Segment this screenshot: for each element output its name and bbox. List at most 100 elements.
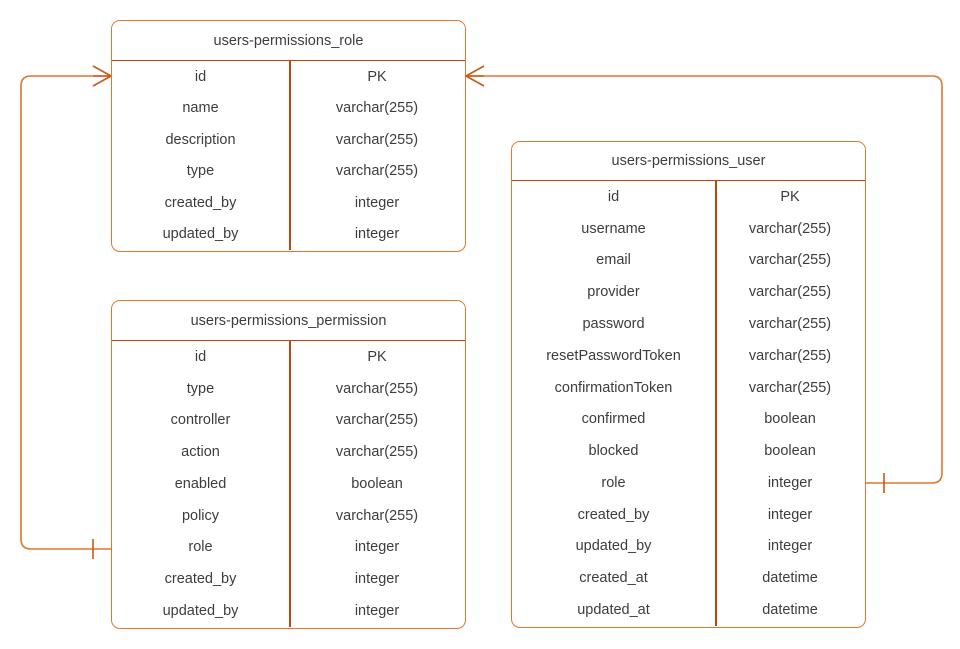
- field-name: updated_at: [577, 602, 650, 619]
- table-row[interactable]: provider varchar(255): [512, 276, 865, 308]
- field-name: updated_by: [162, 603, 239, 619]
- table-row[interactable]: controller varchar(255): [112, 405, 465, 437]
- entity-title: users-permissions_permission: [112, 301, 465, 341]
- table-row[interactable]: created_at datetime: [512, 562, 865, 594]
- table-row[interactable]: email varchar(255): [512, 245, 865, 277]
- field-name: id: [194, 68, 207, 85]
- field-type: PK: [367, 68, 387, 85]
- table-row[interactable]: policy varchar(255): [112, 500, 465, 532]
- field-type: varchar(255): [335, 131, 419, 148]
- field-type: varchar(255): [748, 252, 832, 269]
- table-row[interactable]: name varchar(255): [112, 93, 465, 125]
- field-name: enabled: [174, 475, 227, 492]
- entity-title: users-permissions_user: [512, 142, 865, 181]
- relationship-permission-role: [20, 65, 112, 559]
- field-name: name: [182, 100, 219, 117]
- field-type: varchar(255): [748, 220, 832, 237]
- table-row[interactable]: enabled boolean: [112, 468, 465, 500]
- field-name: provider: [587, 284, 640, 301]
- table-row[interactable]: updated_by integer: [112, 219, 465, 251]
- field-type: varchar(255): [335, 444, 419, 461]
- table-row[interactable]: role integer: [512, 467, 865, 499]
- crowfoot-many-marker-left: [92, 65, 112, 87]
- field-type: varchar(255): [748, 284, 832, 301]
- field-type: varchar(255): [335, 507, 419, 524]
- table-row[interactable]: updated_at datetime: [512, 594, 865, 626]
- field-type: integer: [354, 571, 400, 588]
- field-name: created_by: [164, 571, 237, 588]
- field-name: role: [601, 474, 626, 491]
- field-type: integer: [354, 539, 400, 556]
- field-name: email: [596, 252, 631, 269]
- field-name: resetPasswordToken: [546, 347, 681, 364]
- field-type: datetime: [762, 602, 818, 619]
- table-row[interactable]: password varchar(255): [512, 308, 865, 340]
- table-row[interactable]: created_by integer: [512, 499, 865, 531]
- crowfoot-many-marker-right: [465, 65, 485, 87]
- table-row[interactable]: updated_by integer: [512, 531, 865, 563]
- field-type: varchar(255): [748, 347, 832, 364]
- field-name: created_by: [577, 506, 650, 523]
- table-row[interactable]: description varchar(255): [112, 124, 465, 156]
- field-name: controller: [170, 412, 231, 429]
- field-name: role: [188, 539, 213, 556]
- table-row[interactable]: created_by integer: [112, 563, 465, 595]
- field-type: integer: [354, 194, 400, 211]
- field-name: id: [607, 188, 620, 205]
- field-name: username: [581, 220, 646, 237]
- field-name: created_by: [164, 194, 237, 211]
- table-row[interactable]: type varchar(255): [112, 156, 465, 188]
- field-name: confirmationToken: [554, 379, 673, 396]
- field-name: description: [165, 131, 236, 148]
- entity-field-list: id PK username varchar(255) email varchar(255…: [512, 181, 865, 626]
- field-type: varchar(255): [748, 379, 832, 396]
- field-type: integer: [354, 603, 400, 619]
- field-type: PK: [780, 188, 800, 205]
- field-name: updated_by: [162, 226, 239, 243]
- field-name: type: [186, 163, 215, 180]
- field-name: created_at: [579, 570, 648, 587]
- column-divider: [289, 341, 291, 627]
- table-row[interactable]: id PK: [512, 181, 865, 213]
- field-type: integer: [354, 226, 400, 243]
- field-type: integer: [767, 538, 813, 555]
- field-name: action: [181, 444, 220, 461]
- table-row[interactable]: username varchar(255): [512, 213, 865, 245]
- field-type: varchar(255): [748, 316, 832, 333]
- entity-title: users-permissions_role: [112, 21, 465, 61]
- field-type: boolean: [764, 443, 816, 460]
- field-type: varchar(255): [335, 163, 419, 180]
- table-row[interactable]: resetPasswordToken varchar(255): [512, 340, 865, 372]
- column-divider: [289, 61, 291, 250]
- field-name: updated_by: [575, 538, 652, 555]
- entity-field-list: id PK name varchar(255) description varchar(2…: [112, 61, 465, 250]
- table-row[interactable]: updated_by integer: [112, 595, 465, 627]
- field-name: policy: [181, 507, 220, 524]
- field-name: password: [582, 316, 645, 333]
- field-type: datetime: [762, 570, 818, 587]
- field-type: integer: [767, 474, 813, 491]
- field-type: varchar(255): [335, 412, 419, 429]
- table-row[interactable]: created_by integer: [112, 187, 465, 219]
- field-name: type: [186, 380, 215, 397]
- field-type: boolean: [351, 475, 403, 492]
- table-row[interactable]: id PK: [112, 61, 465, 93]
- field-type: integer: [767, 506, 813, 523]
- field-name: blocked: [588, 443, 639, 460]
- table-row[interactable]: confirmationToken varchar(255): [512, 372, 865, 404]
- table-row[interactable]: role integer: [112, 532, 465, 564]
- field-name: id: [194, 348, 207, 365]
- table-row[interactable]: action varchar(255): [112, 436, 465, 468]
- table-row[interactable]: blocked boolean: [512, 435, 865, 467]
- field-name: confirmed: [581, 411, 646, 428]
- field-type: varchar(255): [335, 100, 419, 117]
- column-divider: [715, 181, 717, 626]
